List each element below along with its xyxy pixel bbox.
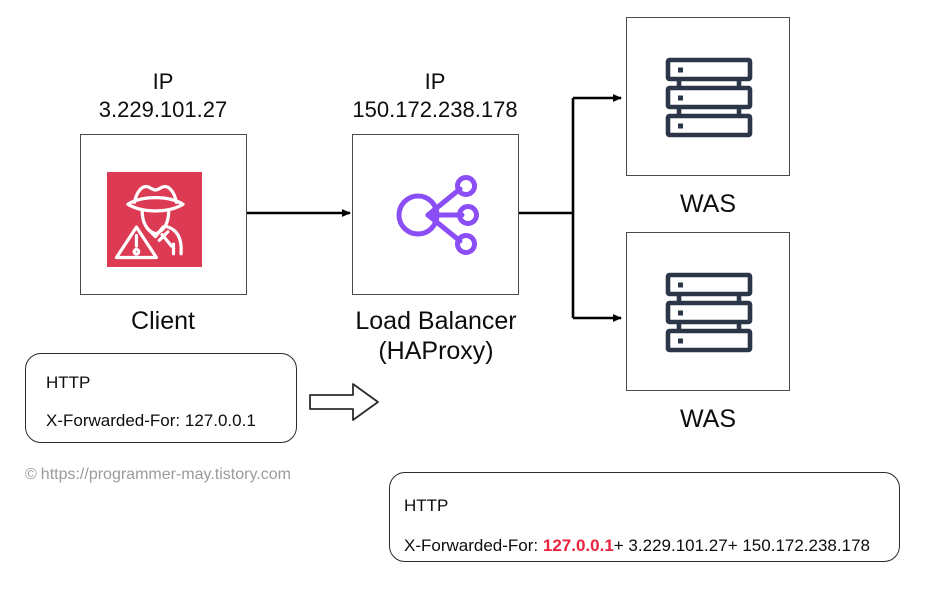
block-arrow-right-icon (308, 381, 380, 423)
client-ip-kind: IP (152, 69, 174, 94)
credit-line: ©https://programmer-may.tistory.com (25, 465, 291, 485)
server-stack-icon (664, 57, 754, 138)
was-top-caption: WAS (679, 190, 737, 218)
client-ip-label: IP 3.229.101.27 (63, 68, 263, 124)
request-after-box (389, 472, 900, 562)
request-after-value-original: 127.0.0.1 (542, 536, 614, 555)
credit-url: https://programmer-may.tistory.com (40, 466, 291, 483)
request-after-value-appended-2: + 150.172.238.178 (727, 536, 870, 555)
request-before-header: X-Forwarded-For: 127.0.0.1 (46, 411, 256, 431)
was-top-box[interactable] (626, 17, 790, 176)
was-bottom-box[interactable] (626, 232, 790, 391)
request-before-protocol: HTTP (46, 373, 91, 392)
load-balancer-hub-icon (388, 170, 484, 260)
request-after-header: X-Forwarded-For: 127.0.0.1+ 3.229.101.27… (404, 536, 870, 556)
was-bottom-caption: WAS (679, 405, 737, 433)
server-stack-icon (664, 272, 754, 353)
loadbalancer-ip-value: 150.172.238.178 (352, 97, 518, 122)
request-after-header-name: X-Forwarded-For: (404, 536, 539, 555)
loadbalancer-caption: Load Balancer (HAProxy) (355, 307, 517, 365)
loadbalancer-ip-kind: IP (424, 69, 446, 94)
copyright-icon: © (25, 466, 37, 483)
hacker-warning-icon (107, 172, 202, 267)
loadbalancer-ip-label: IP 150.172.238.178 (325, 68, 545, 124)
request-before-header-name: X-Forwarded-For: (46, 411, 181, 430)
request-after-value-appended-1: + 3.229.101.27 (613, 536, 728, 555)
client-caption: Client (131, 307, 195, 335)
request-after-protocol: HTTP (404, 496, 449, 515)
client-ip-value: 3.229.101.27 (98, 97, 228, 122)
request-before-header-value: 127.0.0.1 (184, 411, 256, 430)
request-before-box (25, 353, 297, 443)
